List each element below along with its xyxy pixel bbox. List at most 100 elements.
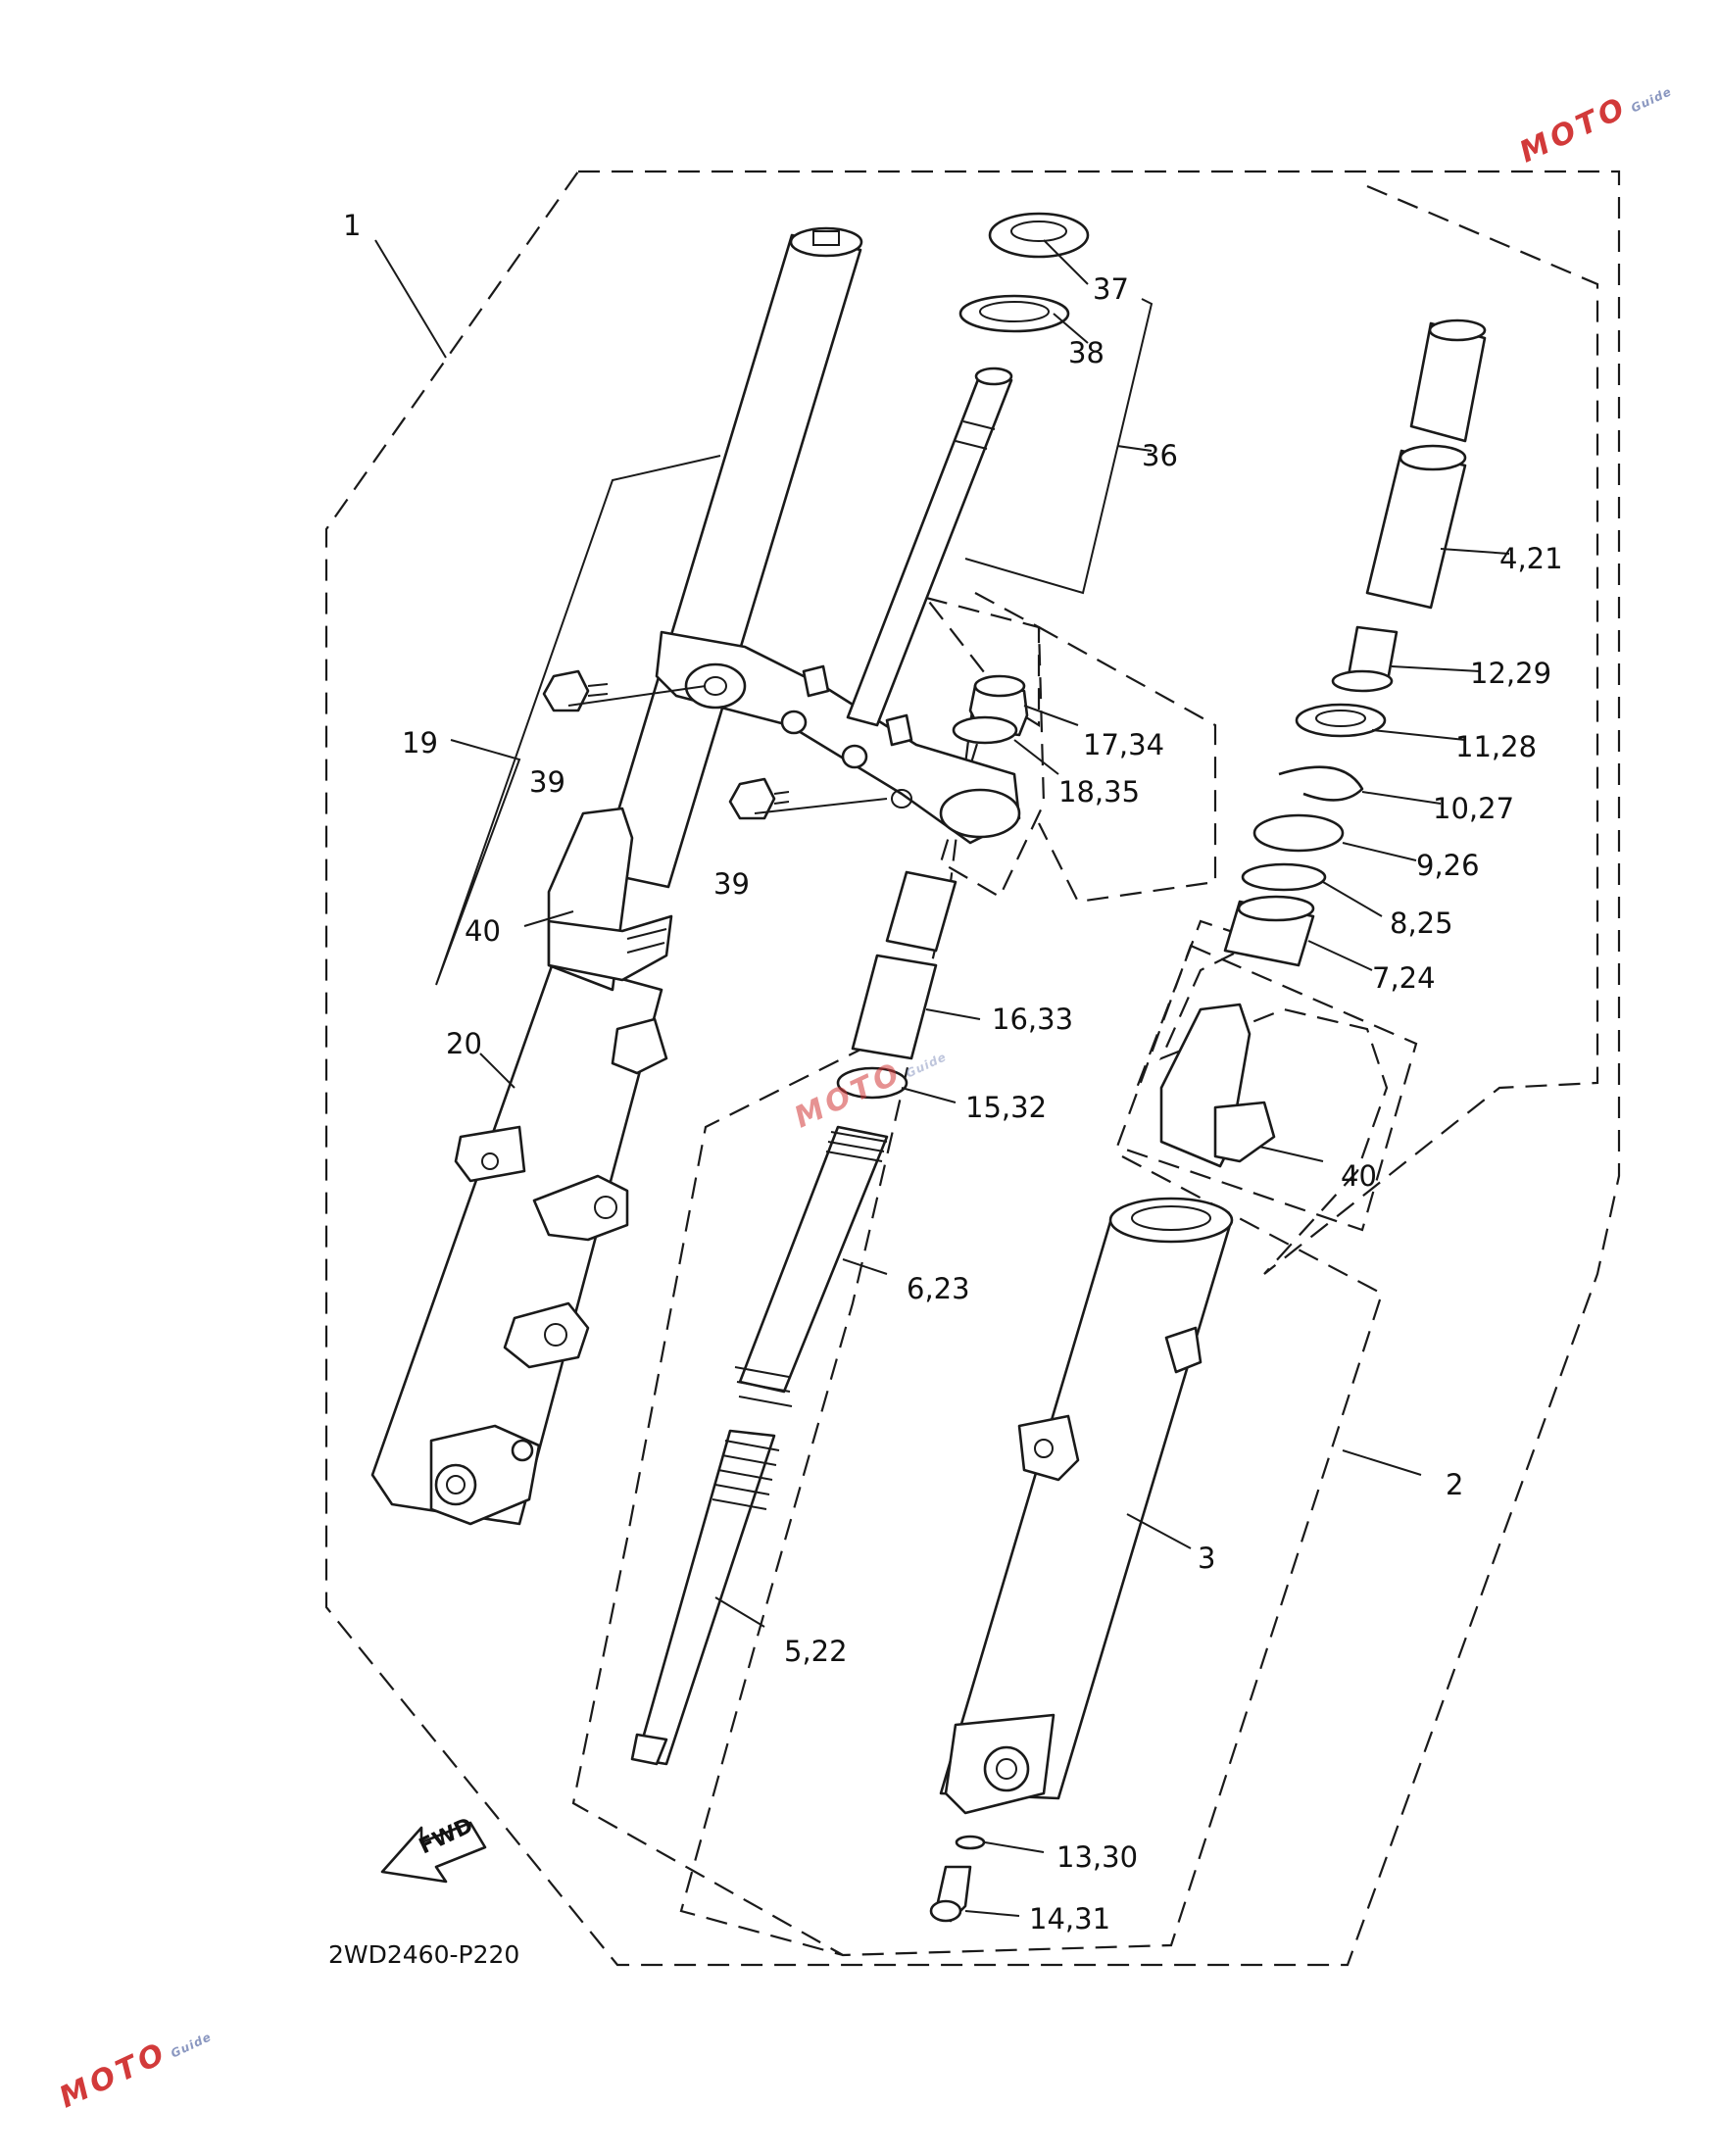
leader-17-34 [1023,705,1079,726]
slide-metal-upper [1409,321,1487,443]
leader-40a [523,910,574,927]
inner-tube-right [1365,449,1467,610]
leader-12-29 [1391,665,1481,672]
callout-6-23: 6,23 [907,1272,970,1305]
callout-12-29: 12,29 [1470,657,1551,690]
fork-guard-left-slot [626,928,667,954]
callout-1: 1 [343,209,361,242]
fender-mount-right-hole [1034,1439,1054,1458]
fork-guard-left-clamp [547,914,673,982]
bolt-hole-left-a [511,1439,534,1462]
callout-11-28: 11,28 [1455,730,1537,763]
pinch-bolt-lower-thread [773,791,790,805]
fork-guard-right-clamp [1213,1101,1276,1163]
outer-tube-right [939,1213,1232,1800]
callout-20: 20 [446,1027,482,1060]
leader-39b [754,798,888,814]
leader-16-33 [925,1008,981,1020]
under-bracket-clamp-right-hole [891,789,912,808]
leader-10-27 [1361,791,1442,805]
callout-labels: 1 37 38 36 4,21 12,29 11,28 10,27 9,26 8… [328,209,1563,1969]
inner-tube-left-cap [812,230,840,246]
fork-spring-coils-bottom [734,1366,793,1407]
leader-18-35 [1013,739,1059,775]
steering-stem-top [974,367,1013,386]
reflector-boss-left [611,1017,668,1075]
outer-tube-right-top [1108,1197,1234,1244]
callout-40a: 40 [465,914,501,948]
collar-16 [851,954,938,1060]
dust-seal-ring [1241,862,1327,892]
callout-3: 3 [1198,1542,1215,1575]
callout-9-26: 9,26 [1416,849,1480,882]
fender-mount-right [1017,1414,1080,1482]
leader-37 [1043,239,1089,285]
axle-boss-right [983,1745,1030,1792]
callout-16-33: 16,33 [992,1003,1073,1036]
inner-tube-left [598,233,862,889]
callout-7-24: 7,24 [1372,961,1436,995]
pinch-bolt-upper [542,669,590,712]
under-bracket-clamp-left [684,662,747,710]
leader-lines [374,239,1510,1917]
reflector-boss-right [1164,1326,1203,1374]
leader-15-32 [901,1087,957,1103]
oil-seal-washer [1295,703,1387,738]
leader-14-31 [964,1910,1020,1917]
leader-7-24 [1307,940,1373,971]
leader-36-bracket [964,298,1154,595]
callout-36: 36 [1142,439,1178,472]
leader-36 [1116,445,1153,452]
leader-13-30 [984,1841,1045,1853]
axle-boss-left [434,1463,477,1506]
outer-tube-boundary [571,1048,1384,1957]
damper-rod-rings [712,1440,780,1510]
pinch-bolt-lower [728,777,776,820]
callout-2: 2 [1446,1468,1463,1501]
caliper-mount-upper [532,1174,629,1242]
piston-metal-flange [1331,669,1394,693]
fender-mount-left-hole [481,1152,499,1170]
callout-8-25: 8,25 [1390,906,1453,940]
callout-17-34: 17,34 [1083,728,1164,761]
damper-rod [635,1429,776,1766]
fwd-arrow-icon [380,1821,487,1884]
caliper-mount-upper-hole [594,1196,617,1219]
leader-6-23 [842,1258,888,1275]
oil-seal [1252,813,1345,853]
oil-seal-washer-inner [1315,710,1366,727]
leader-20 [479,1053,515,1089]
parts-artwork [370,212,1487,1923]
under-bracket-stem-lug-b [885,713,913,747]
callout-39b: 39 [713,867,750,901]
leader-5-22 [714,1596,765,1628]
caliper-mount-lower [503,1301,590,1369]
washer-15 [836,1066,908,1100]
callout-39a: 39 [529,765,565,799]
callout-5-22: 5,22 [784,1635,848,1668]
fork-spring-coils-top [825,1131,888,1162]
callout-4-21: 4,21 [1499,542,1563,575]
drawing-code: 2WD2460-P220 [328,1940,519,1969]
cap-bolt-top [973,674,1026,698]
axle-boss-right-hole [996,1758,1017,1780]
callout-37: 37 [1093,272,1129,306]
steering-stem-rings [955,420,996,450]
axle-boss-left-hole [446,1475,466,1494]
callout-18-35: 18,35 [1058,775,1140,808]
dust-seal-top [1237,895,1315,922]
spacer-upper [885,870,957,953]
fork-assembly-1-boundary [324,170,1621,1967]
slide-metal-upper-top [1428,318,1487,342]
leader-1 [374,239,447,359]
circlip [1278,765,1364,802]
callout-19: 19 [402,726,438,760]
drain-washer [955,1835,986,1850]
callout-10-27: 10,27 [1433,792,1514,825]
leader-4-21 [1440,548,1510,555]
cap-bolt-boundary [923,596,1046,899]
guard-boundary [1115,944,1418,1232]
seal-37-inner [1010,220,1067,242]
